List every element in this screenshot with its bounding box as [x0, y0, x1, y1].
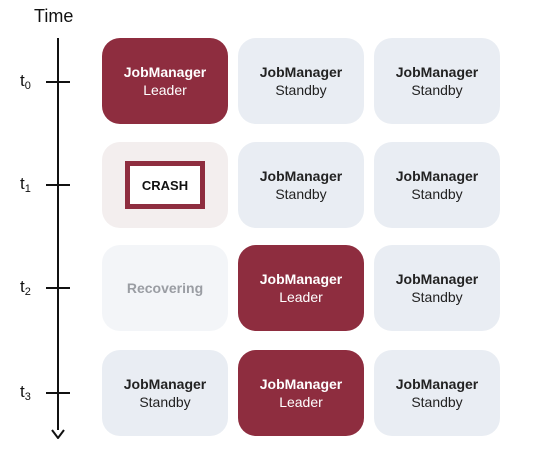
time-label-t2: t2 [20, 277, 31, 298]
time-axis-line [57, 38, 59, 430]
jobmanager-box-crashed: CRASH [102, 142, 228, 228]
time-tick-t0 [46, 81, 70, 83]
jobmanager-box-standby: JobManager Standby [238, 38, 364, 124]
box-title: JobManager [395, 168, 479, 184]
box-role: Leader [279, 289, 323, 305]
box-title: JobManager [259, 376, 343, 392]
time-tick-t3 [46, 392, 70, 394]
time-tick-t2 [46, 287, 70, 289]
box-title: JobManager [395, 376, 479, 392]
box-role: Standby [139, 394, 191, 410]
box-role: Leader [143, 82, 187, 98]
box-title: JobManager [395, 271, 479, 287]
jobmanager-box-leader: JobManager Leader [102, 38, 228, 124]
box-title: JobManager [259, 271, 343, 287]
box-title: JobManager [259, 64, 343, 80]
jobmanager-box-leader: JobManager Leader [238, 350, 364, 436]
time-tick-t1 [46, 184, 70, 186]
jobmanager-box-leader: JobManager Leader [238, 245, 364, 331]
box-role: Standby [411, 394, 463, 410]
time-label-t3: t3 [20, 382, 31, 403]
time-label-t0: t0 [20, 71, 31, 92]
box-title: JobManager [259, 168, 343, 184]
box-title: JobManager [123, 64, 207, 80]
box-role: Standby [275, 82, 327, 98]
time-label-t1: t1 [20, 174, 31, 195]
jobmanager-box-standby: JobManager Standby [102, 350, 228, 436]
box-title: JobManager [395, 64, 479, 80]
arrow-down-icon [51, 429, 65, 439]
box-role: Standby [275, 186, 327, 202]
jobmanager-box-standby: JobManager Standby [374, 38, 500, 124]
jobmanager-box-standby: JobManager Standby [238, 142, 364, 228]
jobmanager-box-standby: JobManager Standby [374, 350, 500, 436]
jobmanager-box-standby: JobManager Standby [374, 245, 500, 331]
box-role: Leader [279, 394, 323, 410]
box-title: Recovering [126, 280, 204, 296]
jobmanager-box-recovering: Recovering [102, 245, 228, 331]
box-title: JobManager [123, 376, 207, 392]
box-role: Standby [411, 186, 463, 202]
crash-badge: CRASH [125, 161, 205, 209]
box-role: Standby [411, 289, 463, 305]
time-axis-title: Time [34, 6, 74, 26]
jobmanager-box-standby: JobManager Standby [374, 142, 500, 228]
box-role: Standby [411, 82, 463, 98]
